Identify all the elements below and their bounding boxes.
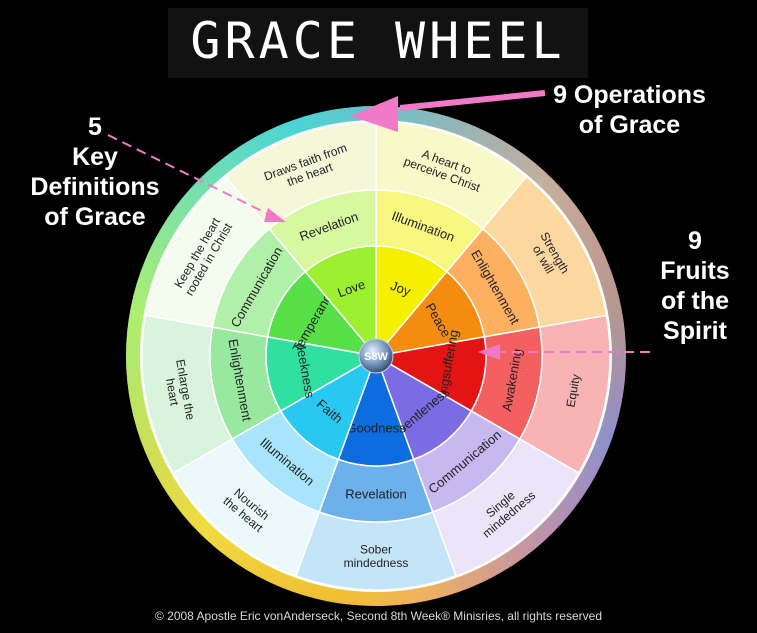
inner-ring-label: Joy (389, 278, 414, 299)
callout-fruits: 9 Fruits of the Spirit (660, 227, 730, 345)
callout-pointers (107, 90, 650, 360)
inner-ring-segment (304, 245, 377, 359)
title-banner (168, 8, 588, 78)
inner-ring: JoyPeaceLongsufferingGentlenessGoodnessF… (265, 245, 487, 467)
center-logo-text: S8W (364, 351, 388, 363)
center-logo: S8W (358, 338, 394, 374)
page-title: GRACE WHEEL (190, 12, 566, 70)
outer-ring-label: Equity (563, 373, 583, 408)
copyright-notice: © 2008 Apostle Eric vonAnderseck, Second… (154, 609, 602, 623)
callout-operations: 9 Operations of Grace (553, 81, 706, 139)
inner-ring-label: Goodness (346, 421, 406, 436)
callout-definitions: 5 Key Definitions of Grace (30, 113, 160, 231)
middle-ring-label: Revelation (345, 487, 406, 502)
